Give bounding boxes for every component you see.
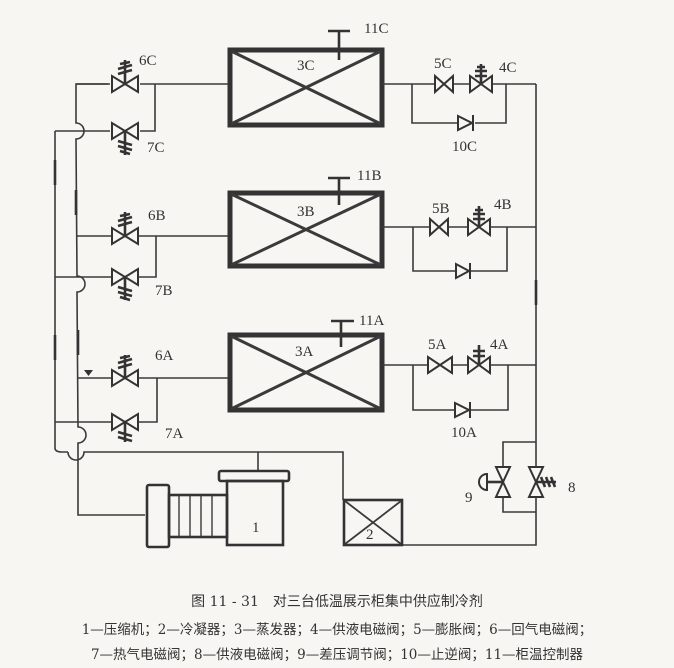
evaporator-group-b: 3B 11B 5B 4B 6B 7B bbox=[77, 168, 536, 302]
legend-line-1: 1—压缩机；2—冷凝器；3—蒸发器；4—供液电磁阀；5—膨胀阀；6—回气电磁阀； bbox=[81, 622, 593, 638]
controller-11a-icon bbox=[331, 319, 354, 347]
flow-marker-icon bbox=[84, 370, 93, 376]
liquid-line bbox=[402, 84, 537, 546]
hot-gas-solenoid-valve-7a bbox=[111, 412, 139, 443]
label-7b: 7B bbox=[155, 283, 173, 299]
valve-bypass bbox=[502, 441, 536, 513]
label-1: 1 bbox=[252, 520, 260, 536]
compressor-1 bbox=[145, 451, 344, 549]
label-10c: 10C bbox=[452, 139, 477, 155]
hot-gas-solenoid-valve-7c bbox=[111, 121, 139, 156]
bottom-hop bbox=[67, 451, 270, 461]
evaporator-group-a: 3A 11A 5A 4A 10A 6A 7A bbox=[78, 313, 536, 443]
refrigeration-schematic: 3C 11C 5C 4C 10C 6C 7C 3B 11B 5B 4B 6B bbox=[53, 21, 576, 549]
label-3a: 3A bbox=[295, 344, 314, 360]
hot-gas-header bbox=[54, 131, 68, 453]
check-valve-10b bbox=[455, 262, 472, 280]
label-3c: 3C bbox=[297, 58, 315, 74]
label-7a: 7A bbox=[165, 426, 184, 442]
return-solenoid-valve-6c bbox=[111, 60, 139, 94]
evaporator-3b bbox=[227, 190, 385, 269]
label-11c: 11C bbox=[364, 21, 388, 37]
pipe-c-right bbox=[382, 83, 536, 124]
return-solenoid-valve-6b bbox=[111, 212, 139, 246]
label-5c: 5C bbox=[434, 56, 452, 72]
evaporator-3c bbox=[227, 47, 385, 128]
check-valve-10c bbox=[457, 114, 475, 132]
pipe-a-left bbox=[78, 377, 230, 423]
liquid-solenoid-valve-8 bbox=[527, 466, 557, 498]
liquid-solenoid-valve-4c bbox=[469, 64, 493, 94]
liquid-solenoid-valve-4b bbox=[467, 206, 491, 237]
label-6c: 6C bbox=[139, 53, 157, 69]
suction-header bbox=[75, 83, 145, 516]
label-6a: 6A bbox=[155, 348, 174, 364]
differential-pressure-valve-9 bbox=[478, 466, 512, 498]
hot-gas-solenoid-valve-7b bbox=[111, 267, 139, 302]
evaporator-3c-cross bbox=[230, 49, 382, 126]
label-6b: 6B bbox=[148, 208, 166, 224]
evaporator-3b-cross bbox=[230, 192, 382, 267]
label-4a: 4A bbox=[490, 337, 509, 353]
pipe-b-left bbox=[77, 235, 230, 278]
expansion-valve-5b bbox=[429, 216, 449, 238]
label-4b: 4B bbox=[494, 197, 512, 213]
controller-11b-icon bbox=[328, 176, 350, 205]
label-2: 2 bbox=[366, 527, 374, 543]
check-valve-10a bbox=[454, 401, 472, 419]
label-4c: 4C bbox=[499, 60, 517, 76]
evaporator-3a-cross bbox=[230, 334, 382, 411]
liquid-header bbox=[402, 84, 538, 546]
evaporator-3a bbox=[227, 332, 385, 413]
liquid-solenoid-valve-4a bbox=[467, 345, 491, 375]
left-manifold bbox=[53, 83, 270, 516]
legend-line-2: 7—热气电磁阀；8—供液电磁阀；9—差压调节阀；10—止逆阀；11—柜温控制器 bbox=[90, 647, 584, 663]
discharge-to-condenser bbox=[270, 451, 344, 500]
label-10a: 10A bbox=[451, 425, 477, 441]
label-3b: 3B bbox=[297, 204, 315, 220]
condenser-2 bbox=[342, 498, 404, 547]
pipe-b-right bbox=[382, 226, 536, 272]
return-solenoid-valve-6a bbox=[111, 354, 139, 388]
label-11a: 11A bbox=[359, 313, 384, 329]
pipe-c-left bbox=[76, 83, 230, 132]
expansion-valve-5a bbox=[427, 355, 453, 375]
label-5a: 5A bbox=[428, 337, 447, 353]
evaporator-group-c: 3C 11C 5C 4C 10C 6C 7C bbox=[76, 21, 536, 156]
pipe-a-right bbox=[382, 364, 536, 411]
controller-11c-icon bbox=[328, 29, 350, 60]
label-9: 9 bbox=[465, 490, 473, 506]
label-11b: 11B bbox=[357, 168, 381, 184]
label-5b: 5B bbox=[432, 201, 450, 217]
expansion-valve-5c bbox=[434, 73, 454, 95]
label-8: 8 bbox=[568, 480, 576, 496]
figure-caption: 图 11 - 31 对三台低温展示柜集中供应制冷剂 bbox=[191, 594, 483, 610]
label-7c: 7C bbox=[147, 140, 165, 156]
